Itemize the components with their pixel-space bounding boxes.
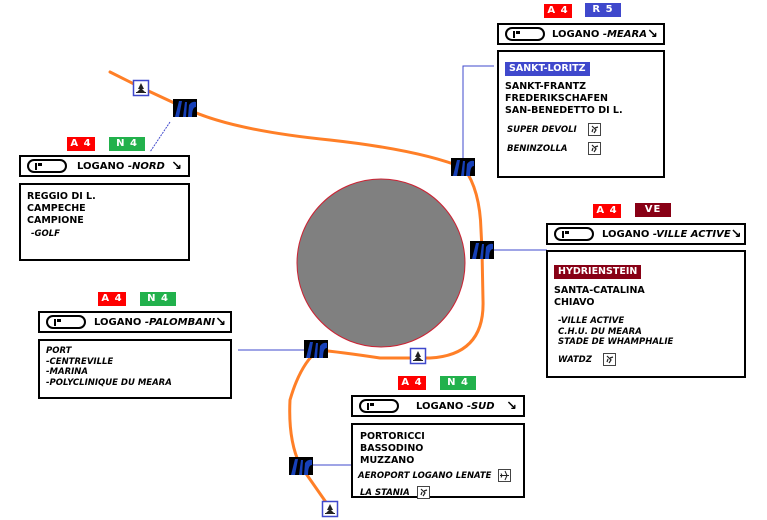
sign-header: LOGANO -NORD ↘ <box>19 155 190 177</box>
highlighted-destination: HYDRIENSTEIN <box>554 265 642 279</box>
sign-title: LOGANO -PALOMBANI <box>94 316 216 328</box>
arrow-down-right-icon: ↘ <box>171 158 182 174</box>
destination: CAMPIONE <box>27 215 84 226</box>
sub-destination: -GOLF <box>31 229 60 239</box>
destination: REGGIO DI L. <box>27 191 96 202</box>
destination: SANTA-CATALINA <box>554 285 645 296</box>
route-badge-r5: R 5 <box>585 3 621 17</box>
sign-title: LOGANO -NORD <box>77 160 165 172</box>
sub-destination: C.H.U. DU MEARA <box>558 326 642 337</box>
poi-label: WATDZ <box>558 354 592 365</box>
rest-area-icon[interactable] <box>132 79 150 97</box>
hiking-icon <box>602 352 616 366</box>
poi-item: LA STANIA <box>360 486 517 499</box>
sign-title: LOGANO -SUD <box>416 400 495 412</box>
destination-panel: HYDRIENSTEIN SANTA-CATALINA CHIAVO -VILL… <box>546 250 746 378</box>
route-badge-a4: A 4 <box>98 292 126 306</box>
poi-item: AEROPORT LOGANO LENATE <box>358 469 517 482</box>
sub-destination: -VILLE ACTIVE <box>558 316 625 326</box>
route-badge-a4: A 4 <box>544 4 572 18</box>
road-north-west <box>108 70 466 170</box>
destination: BASSODINO <box>360 443 424 454</box>
roundabout-center <box>296 178 466 348</box>
sub-destination: -CENTREVILLE <box>46 356 114 367</box>
sub-destination: PORT <box>46 346 72 356</box>
poi-label: LA STANIA <box>360 488 410 498</box>
leader-line-nord <box>149 121 171 153</box>
junction-icon[interactable] <box>470 241 494 259</box>
route-badge-a4: A 4 <box>398 376 426 390</box>
arrow-down-right-icon: ↘ <box>730 226 742 242</box>
sign-header: LOGANO -SUD ↘ <box>351 395 525 417</box>
sign-header: LOGANO -MEARA ↘ <box>497 23 665 45</box>
motorway-icon <box>27 159 67 173</box>
arrow-down-right-icon: ↘ <box>215 314 226 330</box>
sub-destination: -POLYCLINIQUE DU MEARA <box>46 377 172 388</box>
route-badge-a4: A 4 <box>593 204 621 218</box>
route-badge-n4: N 4 <box>140 292 176 306</box>
poi-item: BENINZOLLA <box>507 142 657 155</box>
sub-destination: -MARINA <box>46 367 88 377</box>
destination: FREDERIKSCHAFEN <box>505 93 608 104</box>
rest-area-icon[interactable] <box>409 347 427 365</box>
arrow-down-right-icon: ↘ <box>506 398 517 414</box>
motorway-icon <box>46 315 86 329</box>
hiking-icon <box>588 142 602 155</box>
route-badge-n4: N 4 <box>440 376 476 390</box>
arrow-down-right-icon: ↘ <box>646 26 658 42</box>
destination-panel: PORTORICCI BASSODINO MUZZANO AEROPORT LO… <box>351 423 525 499</box>
destination-panel: SANKT-LORITZ SANKT-FRANTZ FREDERIKSCHAFE… <box>497 50 665 178</box>
destination: CHIAVO <box>554 297 595 308</box>
junction-icon[interactable] <box>289 457 313 475</box>
leader-line-meara <box>462 65 494 158</box>
destination: SANKT-FRANTZ <box>505 81 587 92</box>
poi-item: SUPER DEVOLI <box>507 123 657 136</box>
poi-label: BENINZOLLA <box>507 144 568 154</box>
hiking-icon <box>416 486 430 499</box>
motorway-icon <box>554 227 594 241</box>
sign-title: LOGANO -MEARA <box>552 28 647 40</box>
motorway-icon <box>359 399 399 413</box>
highlighted-destination: SANKT-LORITZ <box>505 62 590 76</box>
junction-icon[interactable] <box>451 158 475 176</box>
sub-destination: STADE DE WHAMPHALIE <box>558 337 674 347</box>
destination: CAMPECHE <box>27 203 86 214</box>
sign-header: LOGANO -PALOMBANI ↘ <box>38 311 232 333</box>
rest-area-icon[interactable] <box>321 500 339 518</box>
destination: SAN-BENEDETTO DI L. <box>505 105 623 116</box>
poi-label: SUPER DEVOLI <box>507 125 577 135</box>
road-south-east <box>316 248 485 360</box>
destination-panel: REGGIO DI L. CAMPECHE CAMPIONE -GOLF <box>19 183 190 261</box>
poi-label: AEROPORT LOGANO LENATE <box>358 471 492 481</box>
road-east <box>462 166 484 252</box>
hiking-icon <box>587 123 601 136</box>
route-badge-ve: VE <box>635 203 671 217</box>
poi-item: WATDZ <box>558 352 738 366</box>
junction-icon[interactable] <box>304 340 328 358</box>
route-badge-a4: A 4 <box>67 137 95 151</box>
destination: MUZZANO <box>360 455 415 466</box>
road-south-west <box>288 348 320 467</box>
airport-icon <box>498 469 512 482</box>
destination-panel: PORT -CENTREVILLE -MARINA -POLYCLINIQUE … <box>38 339 232 399</box>
motorway-icon <box>505 27 545 41</box>
sign-title: LOGANO -VILLE ACTIVE <box>602 228 731 240</box>
junction-icon[interactable] <box>173 99 197 117</box>
route-badge-n4: N 4 <box>109 137 145 151</box>
destination: PORTORICCI <box>360 431 425 442</box>
sign-header: LOGANO -VILLE ACTIVE ↘ <box>546 223 746 245</box>
